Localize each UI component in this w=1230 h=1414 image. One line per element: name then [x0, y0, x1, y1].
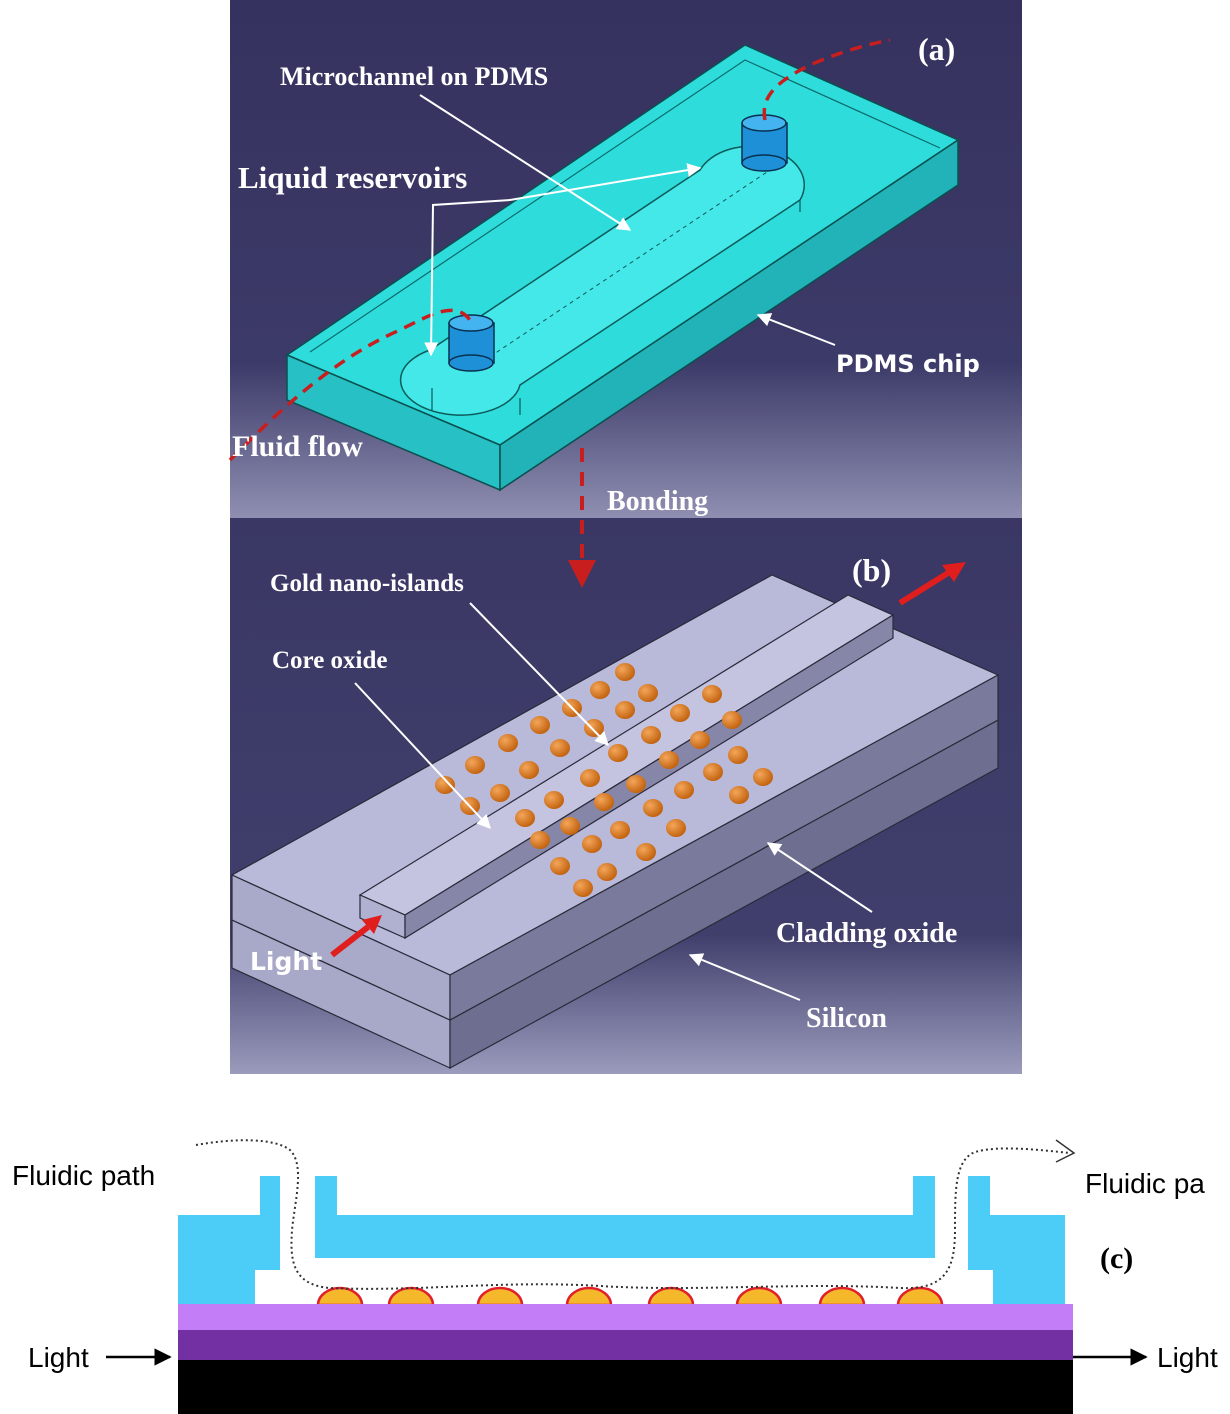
gold-nano-island — [530, 716, 550, 734]
gold-label: Gold nano-islands — [270, 570, 464, 597]
silicon-substrate — [178, 1360, 1073, 1414]
fluidic-path-in-label: Fluidic path — [12, 1160, 155, 1191]
gold-nano-island — [638, 684, 658, 702]
light-label: Light — [250, 947, 322, 976]
microchannel-wall-lines — [431, 200, 801, 415]
gold-nano-island — [674, 781, 694, 799]
microchannel-label: Microchannel on PDMS — [280, 62, 548, 91]
bonding-label: Bonding — [607, 486, 708, 517]
gold-nano-island — [544, 791, 564, 809]
panel-b-tag: (b) — [852, 552, 891, 588]
pdms-left-wall — [178, 1176, 280, 1305]
gold-nano-island — [722, 711, 742, 729]
light-in-arrow — [330, 924, 370, 958]
gold-island-section — [647, 1286, 695, 1307]
pdms-chip-pointer — [756, 313, 836, 346]
gold-nano-island — [728, 746, 748, 764]
gold-nano-island — [560, 817, 580, 835]
gold-nano-island — [690, 731, 710, 749]
cladding-oxide-layer — [178, 1304, 1073, 1330]
gold-nano-island — [702, 685, 722, 703]
gold-nano-island — [641, 726, 661, 744]
reservoir-left-bottom — [448, 354, 494, 372]
gold-nano-island — [590, 681, 610, 699]
fluidic-path-out-label: Fluidic pa — [1085, 1168, 1205, 1199]
light-out-arrow — [898, 570, 950, 606]
gold-nano-island — [584, 719, 604, 737]
reservoir-pointer-left — [424, 199, 511, 357]
pdms-channel-roof — [315, 1176, 935, 1258]
gold-nano-island — [643, 799, 663, 817]
panel-c-tag: (c) — [1100, 1242, 1133, 1275]
fluid-flow-label: Fluid flow — [232, 430, 363, 463]
gold-nano-island — [550, 857, 570, 875]
gold-nano-island — [666, 819, 686, 837]
gold-nano-island — [498, 734, 518, 752]
core-pointer — [354, 682, 491, 830]
silicon-pointer — [688, 953, 801, 1001]
gold-nano-island — [659, 751, 679, 769]
gold-nano-island — [573, 879, 593, 897]
gold-nano-island — [608, 744, 628, 762]
gold-island-section — [476, 1286, 524, 1307]
reservoir-left — [448, 314, 495, 372]
pdms-chip-side-face — [499, 138, 959, 492]
gold-island-section — [316, 1286, 364, 1307]
light-in-label-c: Light — [28, 1342, 89, 1373]
gold-island-section — [896, 1286, 944, 1307]
gold-island-section — [565, 1286, 613, 1307]
silicon-label: Silicon — [806, 1003, 887, 1034]
panel-a-tag: (a) — [918, 31, 955, 67]
reservoir-pointer-right — [509, 163, 702, 201]
reservoir-left-top — [448, 314, 494, 332]
gold-nano-island — [594, 793, 614, 811]
fluid-flow-path — [228, 38, 891, 462]
reservoir-right — [741, 114, 788, 172]
gold-nano-island — [753, 768, 773, 786]
cladding-side — [449, 673, 999, 1022]
gold-nano-island — [703, 763, 723, 781]
gold-nano-island — [435, 776, 455, 794]
panel-a: Microchannel on PDMS Liquid reservoirs P… — [228, 0, 1022, 518]
reservoirs-label: Liquid reservoirs — [238, 160, 467, 195]
panel-c: Fluidic path Fluidic pa Light Light (c) — [12, 1139, 1218, 1414]
gold-pointer — [469, 602, 609, 747]
pdms-right-wall — [968, 1176, 1065, 1305]
pdms-chip-rim — [309, 59, 941, 353]
light-in-arrow-head — [362, 915, 382, 934]
gold-island-section — [735, 1286, 783, 1307]
gold-nano-island — [582, 835, 602, 853]
gold-island-section — [818, 1286, 866, 1307]
gold-nano-island — [515, 809, 535, 827]
gold-nano-island — [670, 704, 690, 722]
core-oxide-layer — [178, 1330, 1073, 1360]
gold-nano-island — [580, 769, 600, 787]
cladding-pointer — [766, 842, 873, 913]
panel-b: Gold nano-islands Core oxide Cladding ox… — [230, 448, 1022, 1074]
gold-nano-island — [615, 701, 635, 719]
gold-nano-island — [490, 784, 510, 802]
gold-nano-island — [465, 756, 485, 774]
gold-nano-island — [626, 775, 646, 793]
gold-nano-island — [729, 786, 749, 804]
microchannel-pointer — [419, 94, 632, 231]
gold-nano-island — [530, 831, 550, 849]
gold-nano-island — [597, 863, 617, 881]
cladding-label: Cladding oxide — [776, 918, 957, 949]
gold-nano-island — [615, 663, 635, 681]
fluidic-path-arrowhead — [1055, 1139, 1076, 1163]
gold-nano-island — [519, 761, 539, 779]
light-out-arrow-head — [942, 562, 966, 582]
reservoir-right-bottom — [741, 154, 787, 172]
gold-nano-island — [610, 821, 630, 839]
gold-islands-cross-section — [316, 1286, 944, 1307]
gold-nano-island — [636, 843, 656, 861]
gold-island-section — [387, 1286, 435, 1307]
core-label: Core oxide — [272, 647, 388, 674]
light-out-label-c: Light — [1157, 1342, 1218, 1373]
gold-nano-island — [550, 739, 570, 757]
bonding-arrow-head — [568, 560, 596, 588]
pdms-chip-label: PDMS chip — [836, 350, 980, 378]
